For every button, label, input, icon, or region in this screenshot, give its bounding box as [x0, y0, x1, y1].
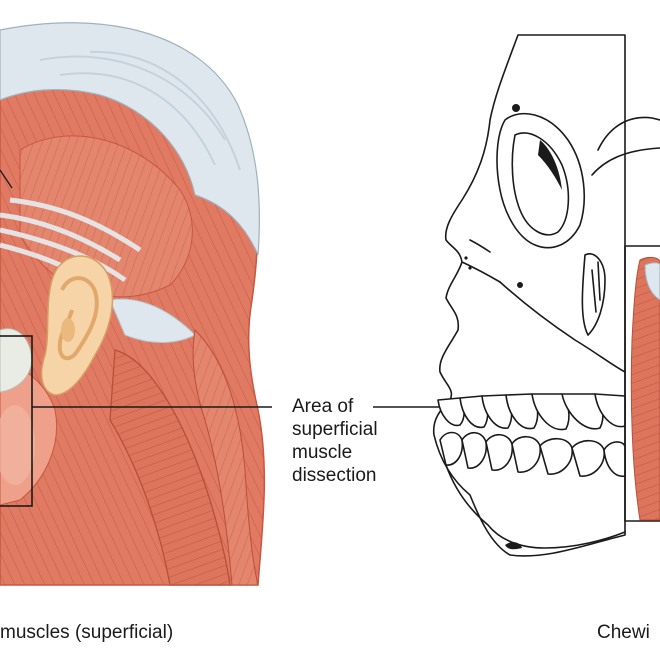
masseter-preview-tendon	[644, 262, 660, 301]
label-leader-left	[0, 169, 13, 189]
nasal-dot-2	[468, 266, 472, 270]
ear-inner-fold	[57, 276, 99, 361]
masseter-preview	[630, 256, 660, 521]
temporal-tendon-streaks	[0, 197, 142, 297]
skull-illustration	[432, 34, 660, 557]
galea-aponeurotica	[0, 22, 260, 256]
galea-shading	[39, 50, 241, 171]
nasal-dot-1	[464, 256, 468, 260]
infraorbital-foramen	[517, 282, 523, 288]
mandible	[445, 464, 626, 549]
dissection-area-box	[0, 335, 33, 507]
supraorbital-foramen	[512, 104, 520, 112]
eye-orbit	[496, 112, 585, 249]
callout-line-1: Area of	[292, 396, 354, 417]
chewing-muscle-inset-box	[624, 245, 660, 522]
sternocleidomastoid-muscle	[109, 349, 231, 586]
zygomatic-process-lines	[591, 261, 601, 313]
caption-chewing-muscles: Chewi	[597, 622, 650, 643]
callout-line-3: muscle	[292, 442, 353, 463]
eye-orbit-inner	[511, 132, 570, 236]
caption-superficial-muscles: muscles (superficial)	[0, 622, 174, 643]
trapezius-muscle	[192, 328, 259, 586]
mental-foramen	[505, 542, 522, 550]
dissection-callout-label: Area of superficial muscle dissection	[292, 395, 378, 487]
buccal-fat-highlight	[0, 405, 35, 485]
ear-canal	[61, 318, 75, 342]
ear	[40, 255, 114, 396]
lower-teeth	[439, 431, 626, 477]
head-muscles-illustration	[0, 22, 266, 586]
zygomatic-arch	[591, 116, 660, 176]
callout-line-2: superficial	[292, 419, 378, 440]
callout-line-4: dissection	[292, 465, 377, 486]
orbit-shadow	[538, 140, 562, 190]
upper-teeth	[437, 393, 626, 431]
maxilla-contour	[499, 281, 626, 373]
zygomatic-bone	[581, 253, 606, 336]
nasal-detail	[461, 239, 501, 283]
